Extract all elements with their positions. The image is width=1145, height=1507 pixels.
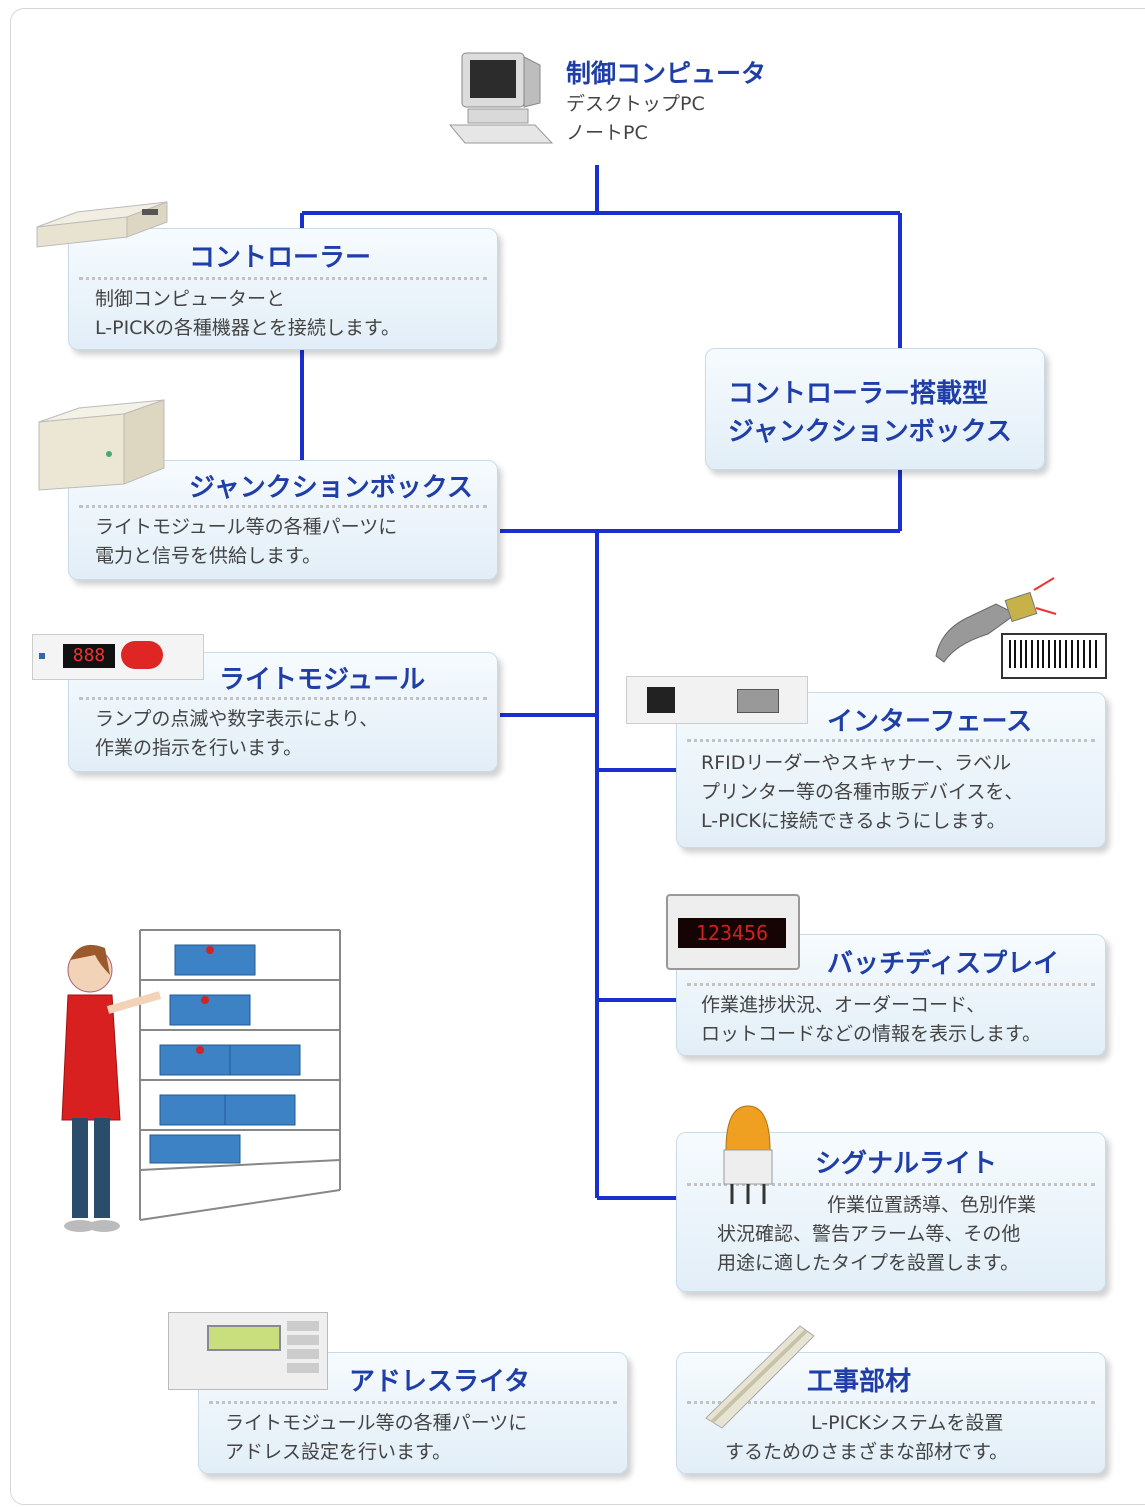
batch-display-desc-2: ロットコードなどの情報を表示します。 bbox=[701, 1023, 1042, 1045]
junction-box-desc-1: ライトモジュール等の各種パーツに bbox=[95, 516, 398, 538]
separator bbox=[79, 505, 487, 508]
connector-port-icon bbox=[737, 689, 779, 713]
desktop-computer-icon bbox=[448, 52, 554, 144]
bus-lines bbox=[300, 165, 902, 1200]
controller-jb-title-2: ジャンクションボックス bbox=[728, 417, 1012, 447]
computer-label: 制御コンピュータ デスクトップPC ノートPC bbox=[566, 58, 766, 148]
separator bbox=[687, 739, 1095, 742]
batch-display-title: バッチディスプレイ bbox=[827, 949, 1060, 979]
address-writer-title: アドレスライタ bbox=[349, 1367, 530, 1397]
construction-desc-2: するためのさまざまな部材です。 bbox=[725, 1441, 1009, 1463]
controller-card: コントローラー 制御コンピューターと L-PICKの各種機器とを接続します。 bbox=[68, 228, 498, 350]
interface-device-icon bbox=[626, 676, 808, 724]
address-writer-device-icon bbox=[168, 1312, 328, 1390]
junction-box-device-icon bbox=[38, 399, 165, 491]
separator bbox=[79, 697, 487, 700]
separator bbox=[687, 983, 1095, 986]
controller-device-icon bbox=[36, 201, 168, 248]
controller-desc-2: L-PICKの各種機器とを接続します。 bbox=[95, 317, 400, 339]
interface-display-icon bbox=[647, 687, 675, 713]
light-module-device-icon: 888 bbox=[32, 634, 204, 680]
interface-title: インターフェース bbox=[827, 707, 1033, 737]
light-module-desc-2: 作業の指示を行います。 bbox=[95, 737, 303, 759]
signal-light-desc-1: 作業位置誘導、色別作業 bbox=[827, 1194, 1037, 1216]
construction-title: 工事部材 bbox=[807, 1367, 912, 1397]
address-writer-desc-2: アドレス設定を行います。 bbox=[225, 1441, 452, 1463]
signal-light-title: シグナルライト bbox=[815, 1149, 998, 1179]
construction-card: 工事部材 L-PICKシステムを設置 するためのさまざまな部材です。 bbox=[676, 1352, 1106, 1474]
led-icon bbox=[39, 653, 45, 659]
computer-line2: ノートPC bbox=[566, 122, 648, 144]
light-module-title: ライトモジュール bbox=[219, 665, 426, 695]
batch-display-screen: 123456 bbox=[678, 918, 786, 948]
light-module-card: ライトモジュール ランプの点滅や数字表示により、 作業の指示を行います。 bbox=[68, 652, 498, 772]
signal-light-desc-2: 状況確認、警告アラーム等、その他 bbox=[717, 1223, 1021, 1245]
light-module-display: 888 bbox=[63, 644, 115, 668]
computer-line1: デスクトップPC bbox=[566, 93, 705, 115]
separator bbox=[687, 1401, 1095, 1404]
controller-jb-card: コントローラー搭載型 ジャンクションボックス bbox=[705, 348, 1045, 470]
rail-material-icon bbox=[705, 1325, 815, 1429]
address-writer-desc-1: ライトモジュール等の各種パーツに bbox=[225, 1412, 528, 1434]
controller-title: コントローラー bbox=[189, 243, 372, 273]
junction-box-card: ジャンクションボックス ライトモジュール等の各種パーツに 電力と信号を供給します… bbox=[68, 460, 498, 580]
controller-jb-title-1: コントローラー搭載型 bbox=[728, 379, 989, 409]
interface-desc-3: L-PICKに接続できるようにします。 bbox=[701, 810, 1006, 832]
light-module-desc-1: ランプの点滅や数字表示により、 bbox=[95, 708, 379, 730]
controller-desc-1: 制御コンピューターと bbox=[95, 288, 286, 310]
separator bbox=[687, 1183, 1095, 1186]
lamp-button-icon bbox=[121, 641, 163, 669]
construction-desc-1: L-PICKシステムを設置 bbox=[811, 1412, 1004, 1434]
lcd-screen-icon bbox=[207, 1325, 281, 1351]
computer-title: 制御コンピュータ bbox=[566, 59, 767, 88]
interface-desc-2: プリンター等の各種市販デバイスを、 bbox=[701, 781, 1024, 803]
junction-box-desc-2: 電力と信号を供給します。 bbox=[95, 545, 322, 567]
batch-display-device-icon: 123456 bbox=[666, 894, 800, 970]
junction-box-title: ジャンクションボックス bbox=[189, 473, 473, 503]
signal-light-desc-3: 用途に適したタイプを設置します。 bbox=[717, 1252, 1020, 1274]
barcode-scanner-icon bbox=[935, 577, 1107, 679]
signal-light-icon bbox=[723, 1105, 773, 1204]
keypad-icon bbox=[287, 1321, 319, 1377]
batch-display-desc-1: 作業進捗状況、オーダーコード、 bbox=[701, 994, 986, 1016]
separator bbox=[209, 1401, 617, 1404]
separator bbox=[79, 277, 487, 280]
interface-desc-1: RFIDリーダーやスキャナー、ラベル bbox=[701, 752, 1012, 774]
picking-rack-illustration bbox=[61, 929, 341, 1232]
